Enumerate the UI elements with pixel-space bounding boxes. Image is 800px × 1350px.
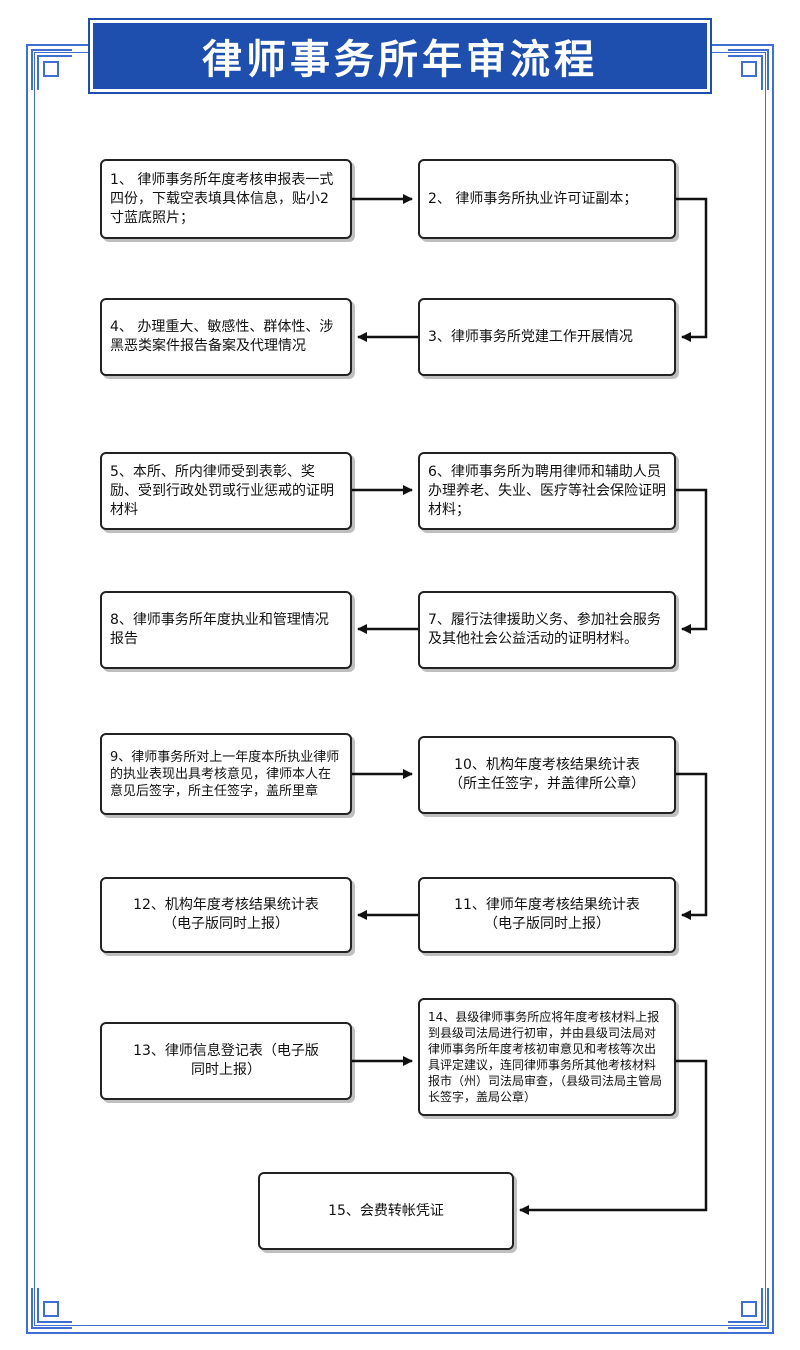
corner-ornament-top-left	[31, 49, 72, 90]
step-box-4: 4、 办理重大、敏感性、群体性、涉黑恶类案件报告备案及代理情况	[100, 298, 352, 376]
step-box-3: 3、律师事务所党建工作开展情况	[418, 298, 676, 376]
step-box-5: 5、本所、所内律师受到表彰、奖励、受到行政处罚或行业惩戒的证明材料	[100, 452, 352, 530]
step-box-15: 15、会费转帐凭证	[258, 1172, 514, 1250]
step-box-12: 12、机构年度考核结果统计表 （电子版同时上报）	[100, 877, 352, 953]
step-box-8: 8、律师事务所年度执业和管理情况报告	[100, 591, 352, 669]
step-box-11: 11、律师年度考核结果统计表 （电子版同时上报）	[418, 877, 676, 953]
step-box-10: 10、机构年度考核结果统计表 （所主任签字，并盖律所公章）	[418, 736, 676, 814]
step-box-2: 2、 律师事务所执业许可证副本；	[418, 159, 676, 239]
step-box-9: 9、律师事务所对上一年度本所执业律师的执业表现出具考核意见，律师本人在意见后签字…	[100, 733, 352, 815]
step-box-14: 14、县级律师事务所应将年度考核材料上报到县级司法局进行初审，并由县级司法局对律…	[418, 998, 676, 1116]
step-box-6: 6、律师事务所为聘用律师和辅助人员办理养老、失业、医疗等社会保险证明材料；	[418, 452, 676, 530]
arrow-2-to-3	[676, 197, 708, 342]
step-box-1: 1、 律师事务所年度考核申报表一式四份，下载空表填具体信息，贴小2寸蓝底照片；	[100, 159, 352, 239]
arrow-6-to-7	[676, 488, 708, 634]
step-box-13: 13、律师信息登记表（电子版 同时上报）	[100, 1022, 352, 1100]
page-title: 律师事务所年审流程	[88, 18, 712, 94]
step-box-7: 7、履行法律援助义务、参加社会服务及其他社会公益活动的证明材料。	[418, 591, 676, 669]
arrow-14-to-15	[519, 1059, 708, 1215]
arrow-10-to-11	[676, 772, 708, 920]
corner-ornament-bottom-left	[31, 1288, 72, 1329]
corner-ornament-top-right	[728, 49, 769, 90]
corner-ornament-bottom-right	[728, 1288, 769, 1329]
